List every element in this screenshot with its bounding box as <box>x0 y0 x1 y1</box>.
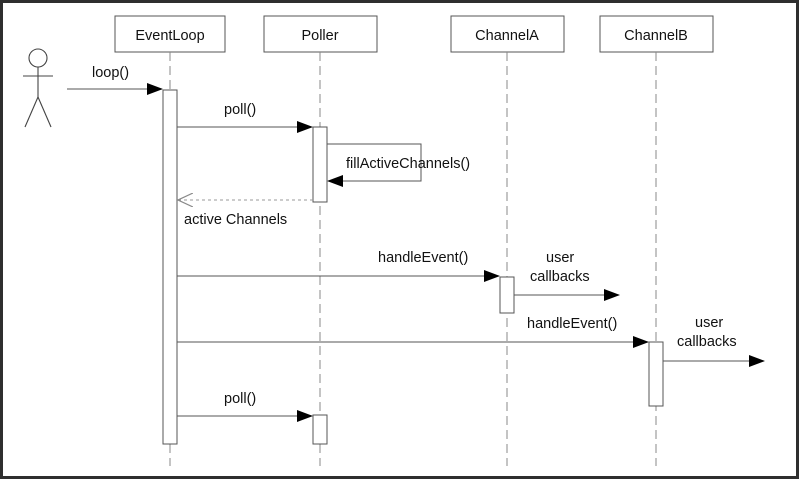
activation-eventloop <box>162 89 178 445</box>
message-label: active Channels <box>184 212 287 228</box>
message-label: poll() <box>224 391 256 407</box>
participant-box <box>263 15 378 53</box>
activation-poller-1 <box>312 126 328 203</box>
participant-box <box>450 15 565 53</box>
participant-label: ChannelB <box>624 28 688 44</box>
activation-channelb <box>648 341 664 407</box>
participant-poller: Poller <box>263 15 378 53</box>
message-arrow <box>327 143 422 187</box>
participant-channela: ChannelA <box>450 15 565 53</box>
message-poll-2: poll() <box>177 391 313 422</box>
message-label-line2: callbacks <box>530 269 590 285</box>
participant-label: EventLoop <box>135 28 204 44</box>
activation-poller-2 <box>312 414 328 445</box>
participant-box <box>114 15 226 53</box>
message-label: poll() <box>224 102 256 118</box>
participant-label: Poller <box>301 28 338 44</box>
message-label: handleEvent() <box>378 250 468 266</box>
participant-channelb: ChannelB <box>599 15 714 53</box>
message-label-line1: user <box>695 315 723 331</box>
message-poll-1: poll() <box>177 102 313 133</box>
message-user-callbacks-b: user callbacks <box>663 315 765 367</box>
message-user-callbacks-a: user callbacks <box>514 250 620 301</box>
message-label: handleEvent() <box>527 316 617 332</box>
diagram-background <box>3 3 796 476</box>
activation-channela <box>499 276 515 314</box>
message-handle-event-a: handleEvent() <box>177 250 500 282</box>
actor-leg-left <box>24 96 39 128</box>
message-active-channels-return: active Channels <box>178 200 313 228</box>
participant-label: ChannelA <box>475 28 539 44</box>
actor-head <box>28 48 48 68</box>
message-fill-active-channels: fillActiveChannels() <box>327 143 470 187</box>
message-label-line2: callbacks <box>677 334 737 350</box>
message-label: loop() <box>92 65 129 81</box>
actor-leg-right <box>37 96 52 128</box>
message-label: fillActiveChannels() <box>346 156 470 172</box>
message-handle-event-b: handleEvent() <box>177 316 649 348</box>
actor-figure <box>23 48 53 128</box>
message-loop: loop() <box>67 65 163 95</box>
participant-eventloop: EventLoop <box>114 15 226 53</box>
message-label-line1: user <box>546 250 574 266</box>
